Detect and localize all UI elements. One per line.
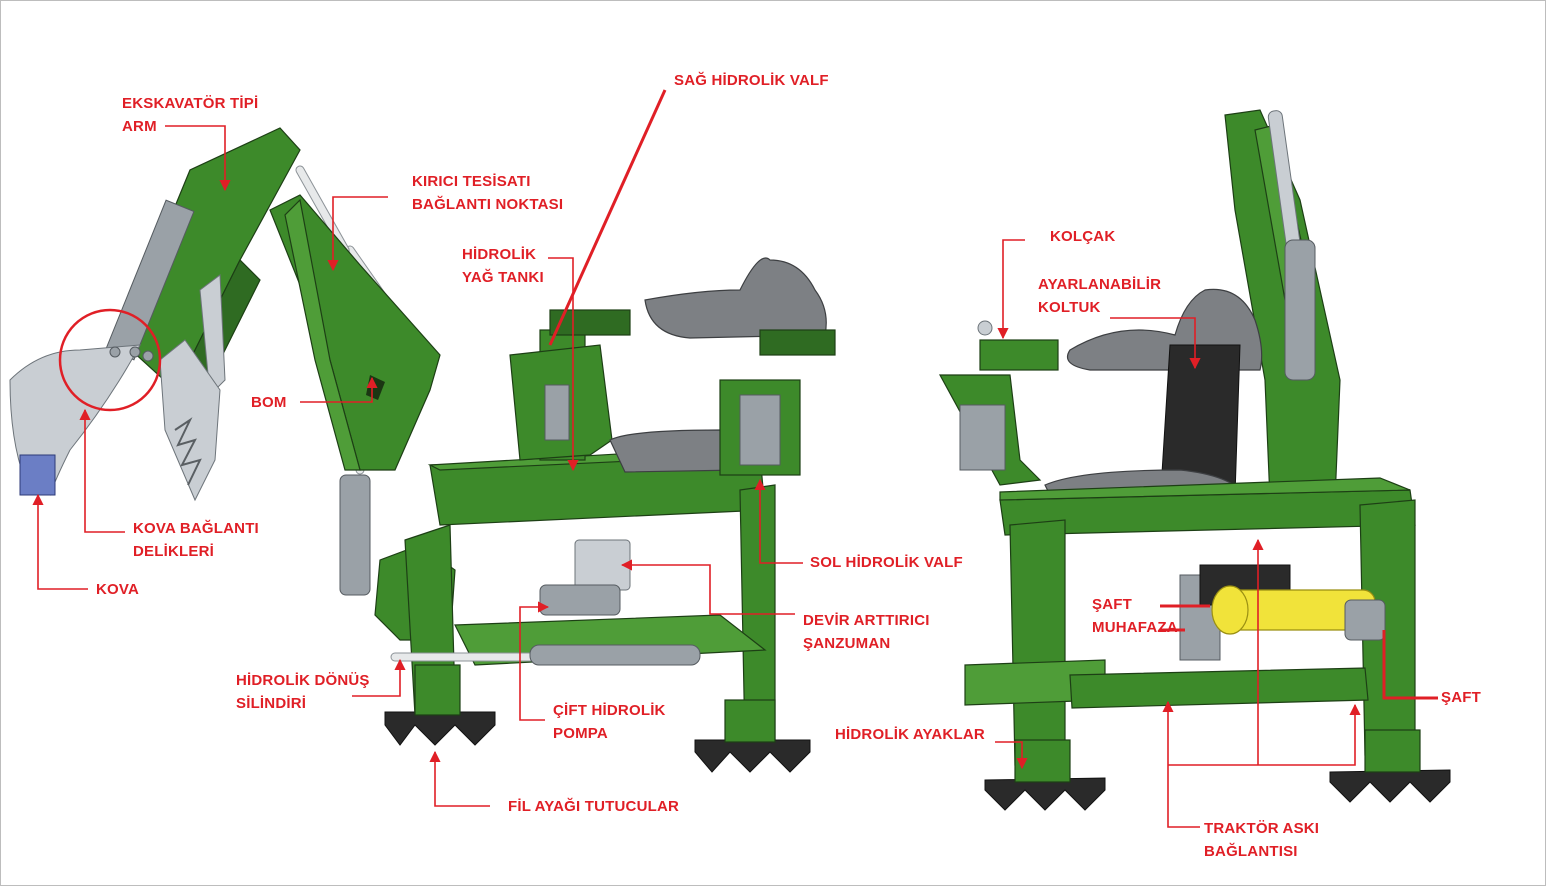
leader-lines <box>32 89 1438 828</box>
left-machine-illustration <box>9 127 836 773</box>
label-sol-hidrolik-valf: SOL HİDROLİK VALF <box>810 554 963 571</box>
label-bom: BOM <box>251 394 287 411</box>
label-sag-hidrolik-valf: SAĞ HİDROLİK VALF <box>674 72 829 89</box>
right-machine-illustration <box>938 109 1451 811</box>
label-kova: KOVA <box>96 581 140 598</box>
label-fil-ayagi-tutucular: FİL AYAĞI TUTUCULAR <box>508 798 680 815</box>
label-saft: ŞAFT <box>1441 689 1481 706</box>
label-kolcak: KOLÇAK <box>1050 228 1116 245</box>
label-hidrolik-ayaklar: HİDROLİK AYAKLAR <box>835 726 985 743</box>
